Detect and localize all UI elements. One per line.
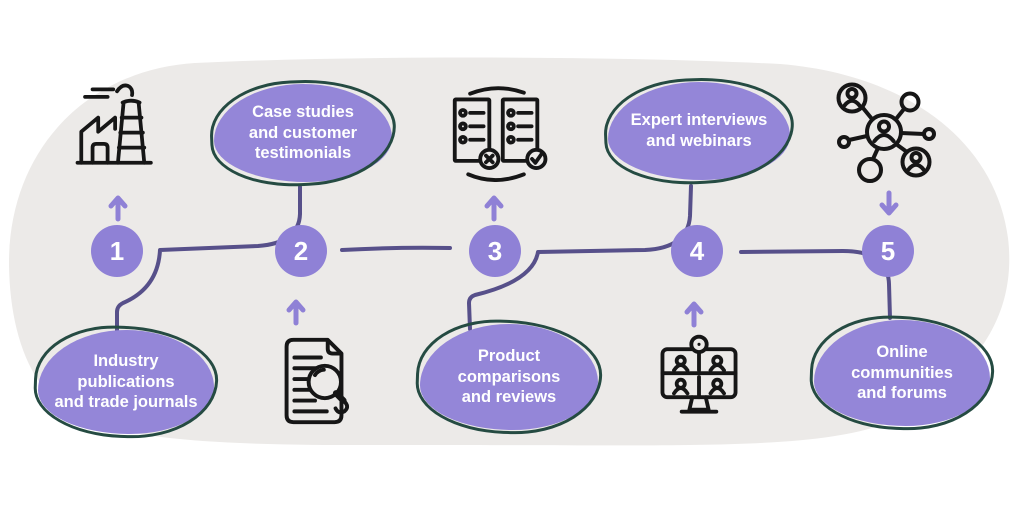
step-4-number-circle: 4: [671, 225, 723, 277]
arrow-up-step1: [108, 195, 128, 222]
arrow-down-step5: [879, 190, 899, 216]
comparison-checklist-icon: [437, 86, 557, 182]
arrow-up-step4: [684, 301, 704, 328]
document-search-icon: [266, 332, 364, 430]
video-conference-icon: [648, 328, 750, 428]
factory-icon: [68, 80, 166, 174]
step-5-number-circle: 5: [862, 225, 914, 277]
step-3-label-bubble: Product comparisons and reviews: [420, 324, 598, 430]
people-network-icon: [828, 78, 942, 188]
arrow-up-step2: [286, 299, 306, 326]
arrow-up-step3: [484, 195, 504, 222]
step-3-number-circle: 3: [469, 225, 521, 277]
step-1-number-circle: 1: [91, 225, 143, 277]
step-5-label-bubble: Online communities and forums: [814, 320, 990, 426]
step-2-label-bubble: Case studies and customer testimonials: [214, 84, 392, 182]
step-1-label-bubble: Industry publications and trade journals: [38, 330, 214, 434]
step-4-label-bubble: Expert interviews and webinars: [608, 82, 790, 180]
connector-step1-step2: [115, 185, 302, 333]
step-2-number-circle: 2: [275, 225, 327, 277]
connector-step2-step3: [340, 245, 452, 252]
